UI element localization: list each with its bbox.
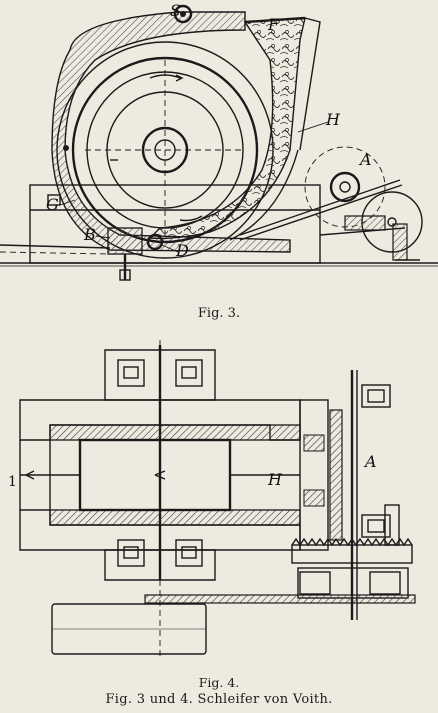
label-fig3-h: H (325, 110, 341, 129)
worm-gear (344, 215, 386, 231)
base-plate (144, 594, 416, 604)
label-fig3-s: S (170, 1, 181, 20)
figure-4-caption: Fig. 4. (198, 675, 240, 690)
top-shaft (173, 4, 193, 24)
label-fig4-1: 1 (8, 474, 17, 490)
label-fig3-d: D (175, 241, 189, 260)
figure-3-drawing: S F H A G B D (0, 1, 438, 281)
figure-3-caption: Fig. 3. (197, 306, 241, 321)
bearing-block-b (107, 227, 143, 255)
label-fig3-b: B (83, 225, 96, 244)
drain-d (146, 233, 164, 251)
rotation-arrow-top (149, 74, 181, 79)
bottom-gear-teeth (291, 544, 413, 564)
figure-4-drawing: H A 1 (8, 340, 416, 660)
feed-roller-a (329, 171, 361, 203)
flow-arrow (25, 470, 35, 480)
label-fig4-a: A (363, 452, 377, 471)
label-fig3-g: G (46, 195, 59, 214)
base-frame (29, 184, 321, 264)
label-fig3-f: F (267, 15, 280, 34)
figure-main-caption: Fig. 3 und 4. Schleifer von Voith. (105, 692, 333, 707)
lever-arm (239, 179, 401, 236)
feed-gear-a (329, 409, 343, 541)
gear-housing (299, 399, 329, 551)
wood-hopper (148, 17, 306, 240)
bottom-bearing-housing (104, 549, 216, 581)
label-fig4-h: H (267, 470, 283, 489)
label-fig3-a: A (358, 150, 372, 169)
grinding-stone (71, 56, 259, 244)
